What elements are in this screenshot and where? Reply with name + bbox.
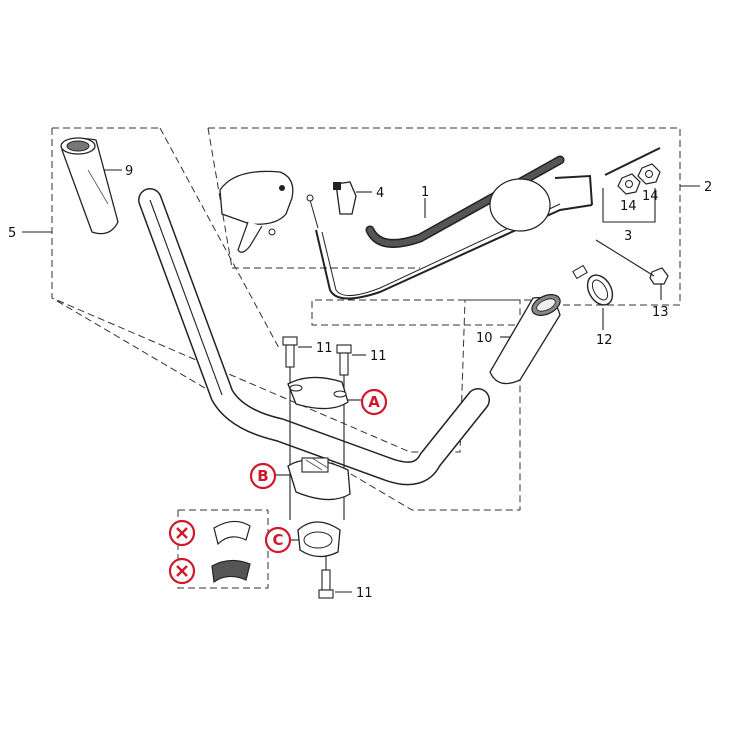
callout-c: C [264,526,292,554]
nut-14-left [617,173,641,195]
part-label-12: 12 [596,333,613,348]
nut-14-right [637,163,661,185]
stop-switch [333,181,357,215]
not-supplied-x-icon-lower [168,557,196,585]
clip-inset-box [177,510,269,589]
part-label-13: 13 [652,305,669,320]
callout-a: A [360,388,388,416]
part-label-9: 9 [125,164,133,179]
cable-clamp-12 [572,264,614,306]
bolt-13 [595,239,669,285]
throttle-lever [219,170,294,253]
clamp-c [297,521,341,558]
handlebar-centerline [149,199,223,396]
part-label-11-upper-right: 11 [370,349,387,364]
callout-b-label: B [257,467,268,485]
part-label-4: 4 [376,186,384,201]
left-grip [60,137,119,235]
callout-b: B [249,462,277,490]
handlebar-tube-fill [139,189,489,484]
group-2-left-edge [207,127,233,269]
bolt-11-upper-left [282,336,298,520]
callout-c-label: C [272,531,283,549]
callout-a-label: A [368,393,380,411]
part-label-10: 10 [476,331,493,346]
part-label-5: 5 [8,226,16,241]
group-3-bracket [602,188,656,223]
throttle-cable [306,147,661,300]
part-label-11-upper-left: 11 [316,341,333,356]
lower-holder-b [287,457,351,501]
part-label-14-right: 14 [642,189,659,204]
part-label-3: 3 [624,229,632,244]
not-supplied-x-icon-upper [168,519,196,547]
part-label-1: 1 [421,185,429,200]
part-label-14-left: 14 [620,199,637,214]
part-label-11-lower: 11 [356,586,373,601]
group-5-diagonal [159,127,281,351]
rubber-insert-upper [213,520,251,546]
part-label-2: 2 [704,180,712,195]
upper-clamp-a [287,376,349,410]
right-grip [489,294,561,385]
rubber-insert-lower [211,559,251,584]
